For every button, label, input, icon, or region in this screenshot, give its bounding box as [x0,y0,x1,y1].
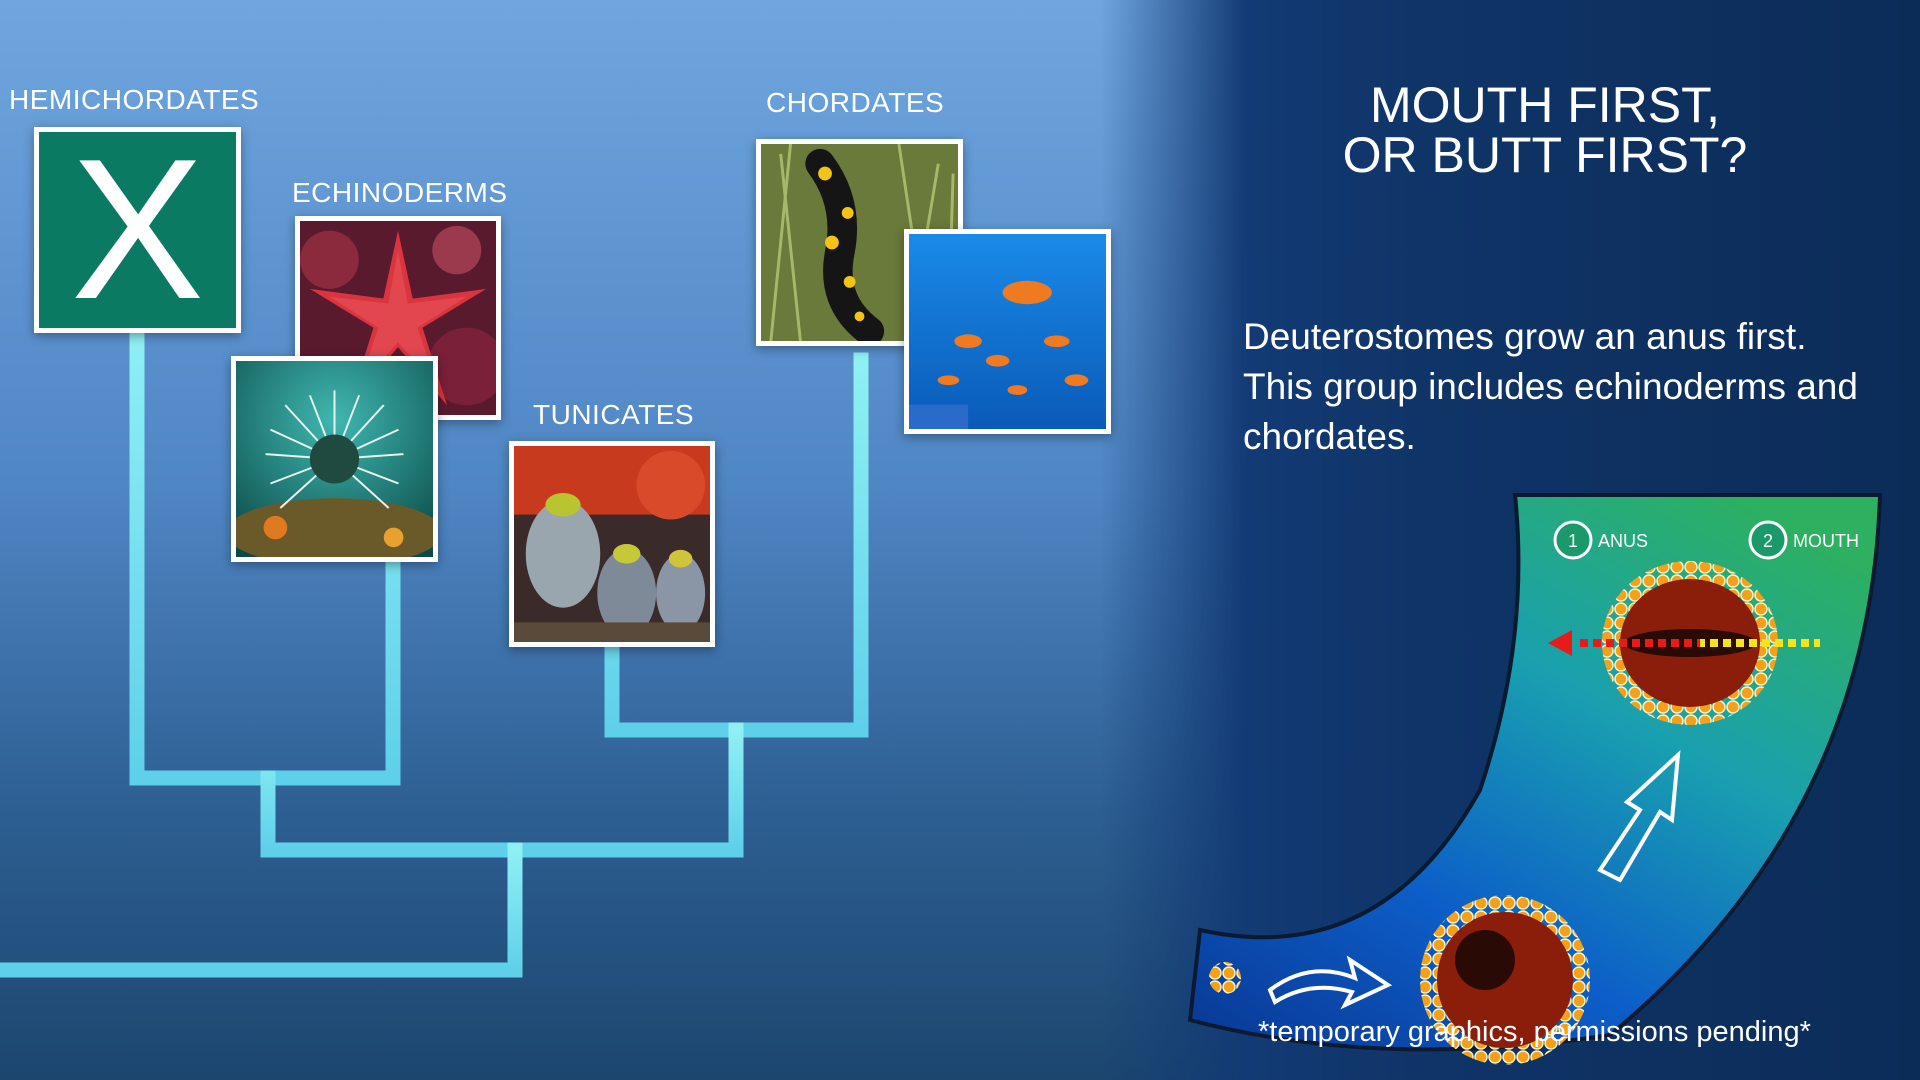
branch-ambulacraria-chordata [0,842,523,978]
step-1-badge: 1 [1553,520,1593,560]
mouth-label: MOUTH [1793,531,1859,551]
fish-photo [904,229,1111,434]
development-arrow-1 [1267,955,1393,1010]
anus-label: ANUS [1598,531,1648,551]
title-line-2: OR BUTT FIRST? [1342,127,1748,183]
sea-urchin-photo [231,356,438,562]
description-text: Deuterostomes grow an anus first. This g… [1243,316,1858,457]
svg-text:1: 1 [1568,531,1578,551]
branch-echino-hemi [260,722,744,858]
label-tunicates: TUNICATES [533,399,695,430]
step-2-badge: 2 [1748,520,1788,560]
early-embryo [1420,895,1590,1065]
gut-arrow [1548,630,1820,656]
embryo-development-diagram: 1 ANUS 2 MOUTH [1187,493,1883,1065]
phylogenetic-tree [0,322,869,1080]
label-chordates: CHORDATES [766,87,945,118]
label-echinoderms: ECHINODERMS [292,177,508,208]
title-line-1: MOUTH FIRST, [1370,77,1720,133]
development-arrow-2 [1597,750,1681,883]
x-mark: X [70,127,205,333]
caption: *temporary graphics, permissions pending… [1258,1016,1811,1048]
tunicates-photo [509,441,715,647]
hemichordates-placeholder-x: X [34,127,241,333]
label-hemichordates: HEMICHORDATES [9,84,260,115]
zygote-cell [1209,962,1241,994]
svg-text:2: 2 [1763,531,1773,551]
